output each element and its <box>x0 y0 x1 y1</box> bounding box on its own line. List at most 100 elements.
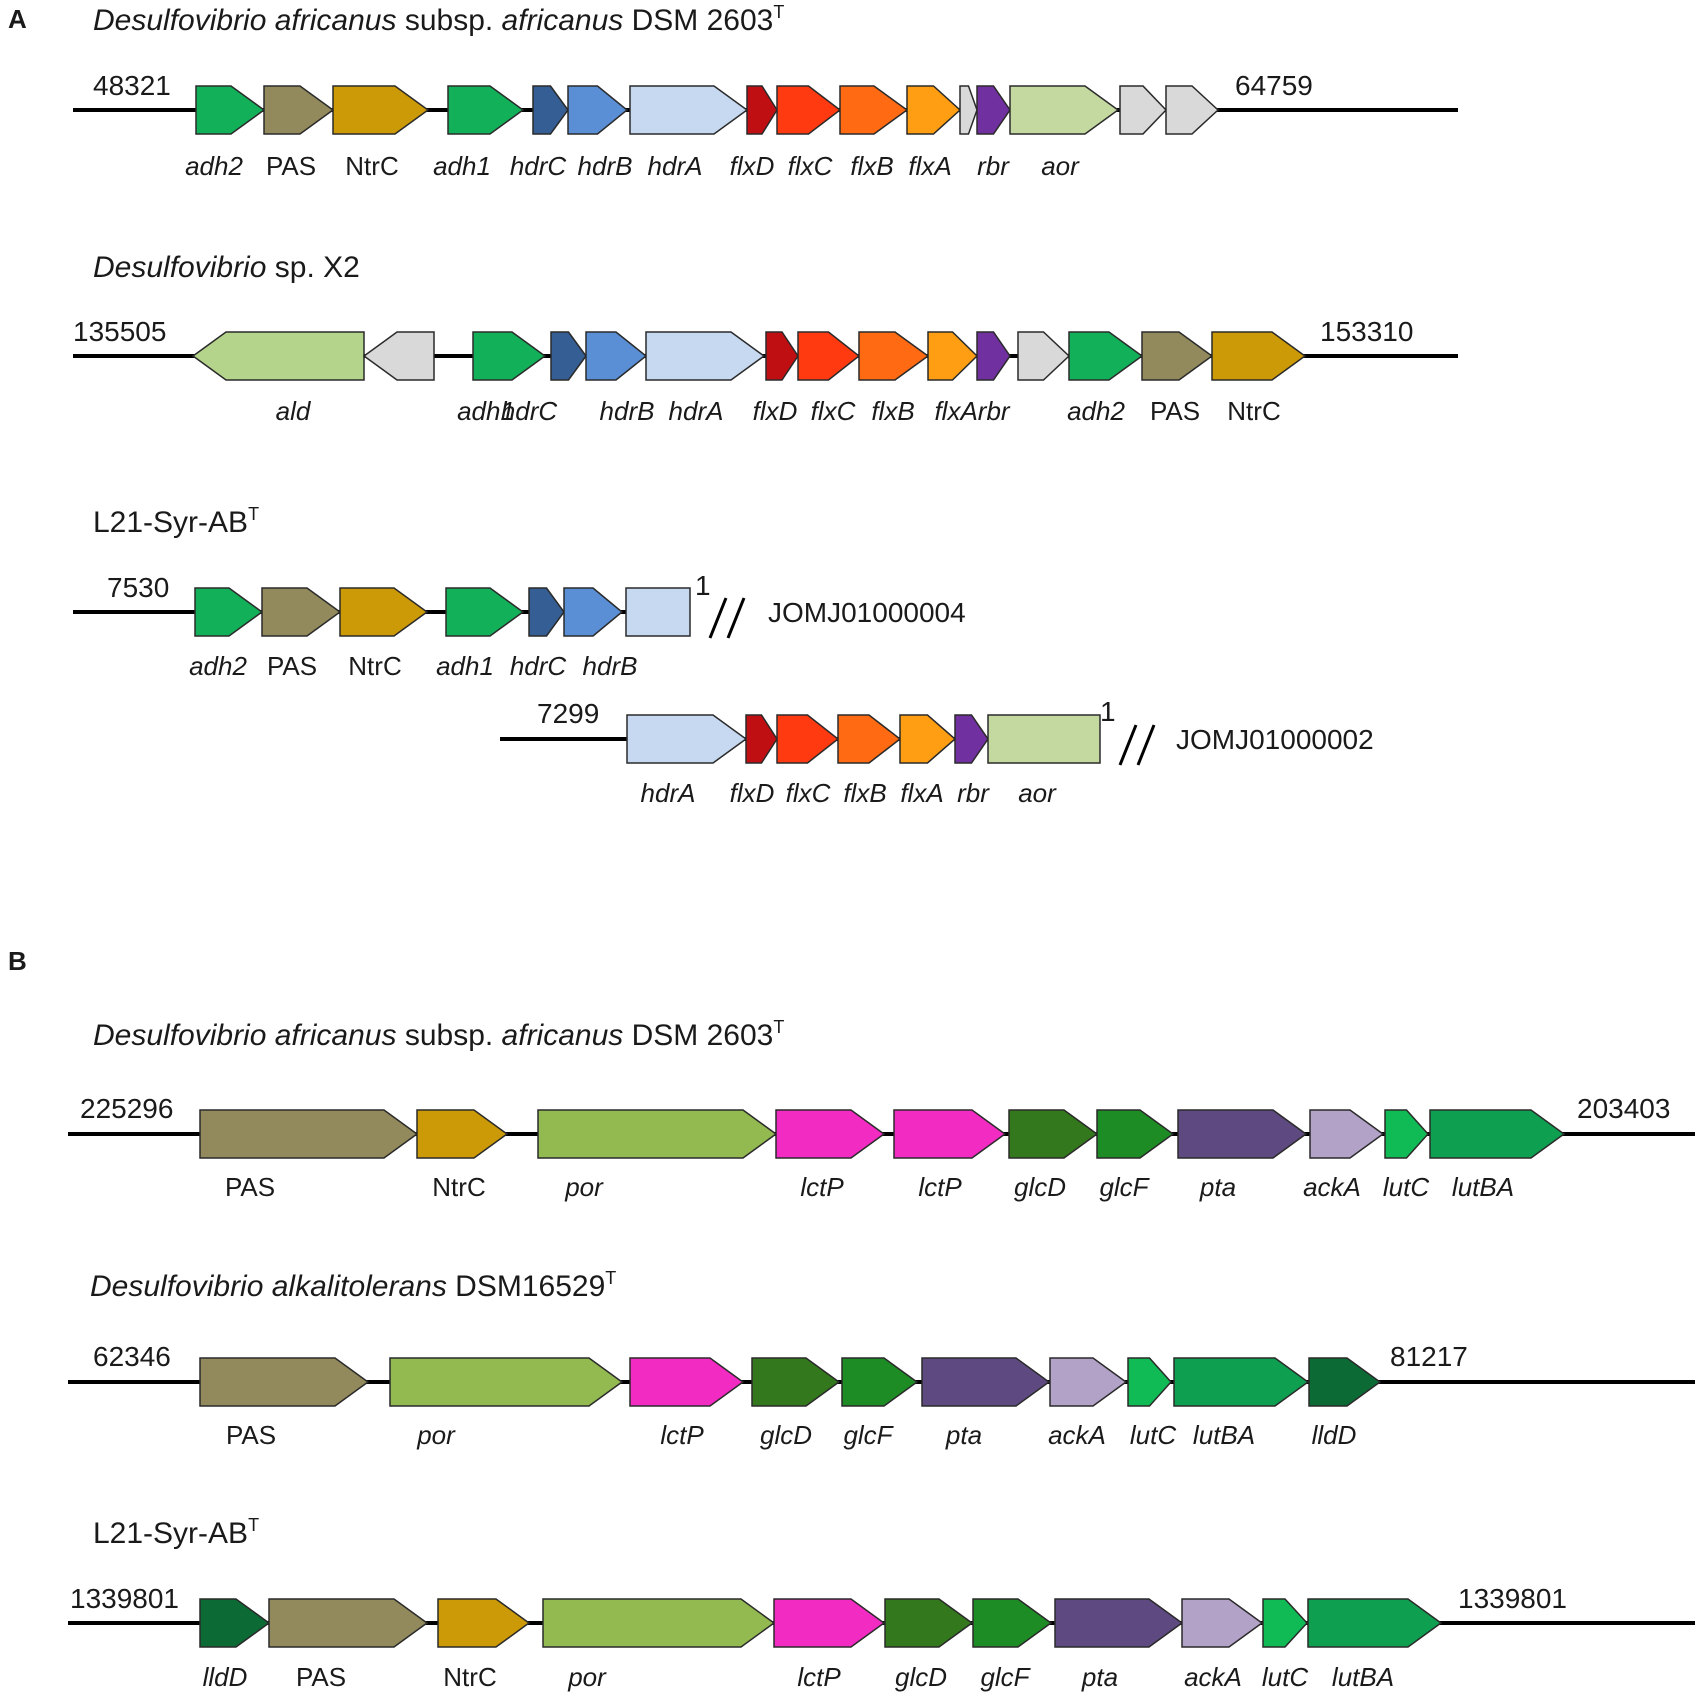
end-coordinate: 153310 <box>1320 316 1413 347</box>
contig-id: JOMJ01000004 <box>768 597 966 628</box>
gene-flxA <box>899 714 957 764</box>
gene-lctP <box>629 1357 745 1407</box>
gene-hdrB <box>567 85 629 135</box>
gene-NtrC <box>416 1109 509 1159</box>
gene-flxC <box>776 85 842 135</box>
gene-adh <box>472 331 547 381</box>
gene-label: adh1 <box>457 396 515 426</box>
gene-label: rbr <box>977 151 1010 181</box>
gene-label: lutBA <box>1452 1172 1514 1202</box>
organism-title: Desulfovibrio sp. X2 <box>93 251 360 284</box>
gene-label: PAS <box>267 651 317 681</box>
gene-label: hdrB <box>600 396 655 426</box>
gene-PAS <box>263 85 335 135</box>
gene-label: ald <box>276 396 312 426</box>
gene-label: PAS <box>266 151 316 181</box>
gene-label: lctP <box>660 1420 704 1450</box>
gene-label: glcF <box>843 1420 894 1450</box>
organism-title: Desulfovibrio alkalitolerans DSM16529T <box>90 1268 616 1303</box>
gene-label: flxA <box>908 151 951 181</box>
gene-lutBA <box>1429 1109 1566 1159</box>
gene-label: lutBA <box>1193 1420 1255 1450</box>
gene-hdrC <box>550 331 587 381</box>
gene-label: flxArbr <box>934 396 1010 426</box>
gene-label: PAS <box>296 1662 346 1692</box>
type-strain-superscript: T <box>773 1017 784 1037</box>
gene-label: adh2 <box>1067 396 1125 426</box>
gene-lctP <box>773 1598 886 1648</box>
end-coordinate: 1339801 <box>1458 1583 1567 1614</box>
gene-pta <box>1177 1109 1308 1159</box>
gene-flxA <box>927 331 979 381</box>
gene-label: hdrA <box>641 778 696 808</box>
gene-label: lutBA <box>1332 1662 1394 1692</box>
type-strain-superscript: T <box>248 1515 259 1535</box>
gene-lldD <box>199 1598 271 1648</box>
gene-label: aor <box>1018 778 1057 808</box>
gene-label: flxC <box>811 396 856 426</box>
gene-label: flxB <box>850 151 893 181</box>
panel-letter: B <box>8 946 27 976</box>
organism-title: Desulfovibrio africanus subsp. africanus… <box>93 1017 784 1052</box>
gene-por <box>537 1109 778 1159</box>
gene-flxB <box>839 85 909 135</box>
gene-glcF <box>1096 1109 1175 1159</box>
start-coordinate: 48321 <box>93 70 171 101</box>
organism-name-segment: DSM 2603 <box>623 1019 773 1052</box>
gene-hypothetical <box>1165 85 1220 135</box>
gene-label: pta <box>1081 1662 1118 1692</box>
gene-glcD <box>884 1598 974 1648</box>
gene-rbr <box>954 714 989 764</box>
gene-ackA <box>1181 1598 1264 1648</box>
contig-id: JOMJ01000002 <box>1176 724 1374 755</box>
gene-lutC <box>1127 1357 1173 1407</box>
gene-label: pta <box>945 1420 982 1450</box>
start-coordinate: 62346 <box>93 1341 171 1372</box>
gene-aor <box>987 714 1101 764</box>
gene-flxC <box>797 331 861 381</box>
gene-label: hdrC <box>510 651 567 681</box>
gene-flxD <box>745 714 778 764</box>
break-slash <box>726 597 746 639</box>
gene-flxD <box>746 85 778 135</box>
type-strain-superscript: T <box>248 504 259 524</box>
gene-por <box>542 1598 776 1648</box>
gene-PAS <box>199 1357 370 1407</box>
start-coordinate: 225296 <box>80 1093 173 1124</box>
organism-name-segment: Desulfovibrio alkalitolerans <box>90 1270 447 1303</box>
gene-adh <box>194 587 264 637</box>
gene-label: NtrC <box>432 1172 485 1202</box>
gene-lutC <box>1384 1109 1430 1159</box>
gene-label: por <box>416 1420 456 1450</box>
gene-label: hdrA <box>648 151 703 181</box>
gene-label: glcF <box>1099 1172 1150 1202</box>
gene-glcD <box>1008 1109 1099 1159</box>
gene-label: flxD <box>730 151 775 181</box>
gene-hypothetical <box>959 85 978 135</box>
gene-lctP <box>893 1109 1007 1159</box>
gene-label: NtrC <box>443 1662 496 1692</box>
gene-NtrC <box>437 1598 531 1648</box>
organism-name-segment: DSM16529 <box>447 1270 605 1303</box>
gene-label: hdrB <box>578 151 633 181</box>
gene-PAS <box>1141 331 1214 381</box>
gene-ackA <box>1049 1357 1128 1407</box>
gene-flxB <box>858 331 930 381</box>
type-strain-superscript: T <box>605 1268 616 1288</box>
end-coordinate: 81217 <box>1390 1341 1468 1372</box>
gene-label: glcD <box>1014 1172 1066 1202</box>
gene-label: glcF <box>980 1662 1031 1692</box>
panel-b: B Desulfovibrio africanus subsp. africanu… <box>8 946 1695 1692</box>
gene-NtrC <box>1211 331 1307 381</box>
organism-name-segment: DSM 2603 <box>623 4 773 37</box>
gene-label: rbr <box>957 778 990 808</box>
gene-glcD <box>751 1357 841 1407</box>
gene-label: flxB <box>843 778 886 808</box>
start-coordinate: 7530 <box>107 572 169 603</box>
gene-PAS <box>261 587 342 637</box>
gene-label: ackA <box>1184 1662 1242 1692</box>
organism-name-segment: africanus <box>502 1019 624 1052</box>
gene-hdrA <box>629 85 749 135</box>
